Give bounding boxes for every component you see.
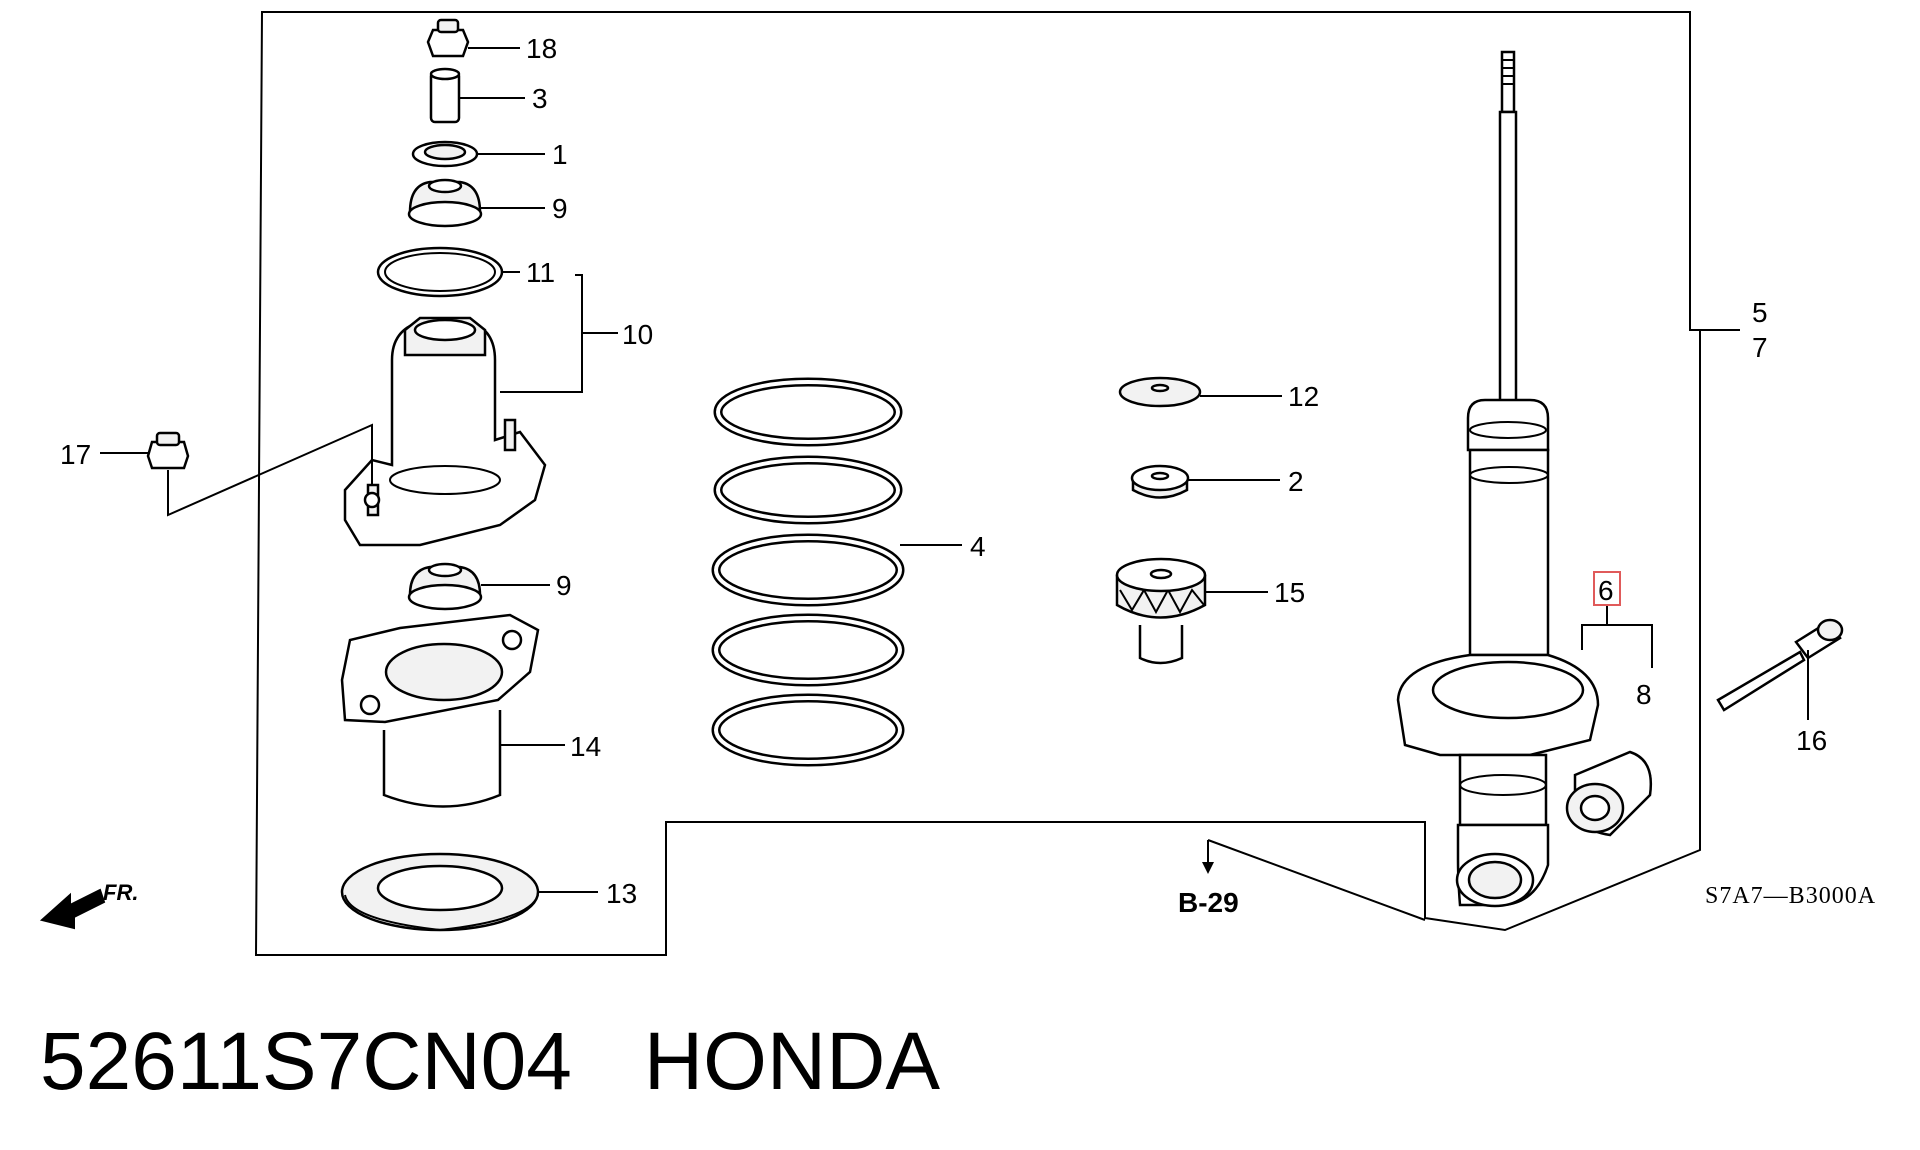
part-8-bushing[interactable] <box>1565 750 1653 837</box>
brand-name: HONDA <box>643 1016 941 1107</box>
part-11-o-ring[interactable]: 11 <box>376 246 555 298</box>
part-14-spring-seat[interactable]: 14 <box>340 613 601 808</box>
callout-8: 8 <box>1636 679 1652 710</box>
reference-b29[interactable]: B-29 <box>1178 839 1426 921</box>
part-10-shock-mount[interactable]: 10 <box>343 274 653 547</box>
callout-6-highlight[interactable] <box>1593 571 1621 606</box>
callout-15: 15 <box>1274 577 1305 608</box>
part-12-washer[interactable]: 12 <box>1118 376 1319 412</box>
front-direction-arrow: FR. <box>39 880 138 930</box>
callout-11: 11 <box>526 257 555 288</box>
direction-label: FR. <box>103 880 138 905</box>
callout-2: 2 <box>1288 466 1304 497</box>
callout-9-upper: 9 <box>552 193 568 224</box>
assembly-frame <box>254 11 1701 956</box>
callout-12: 12 <box>1288 381 1319 412</box>
part-17-flange-nut[interactable]: 17 <box>60 423 373 517</box>
callout-17: 17 <box>60 439 91 470</box>
part-15-bump-stop[interactable]: 15 <box>1115 557 1305 665</box>
part-16-bolt[interactable]: 16 <box>1716 618 1844 756</box>
part-18-nut[interactable]: 18 <box>426 18 557 64</box>
part-1-washer[interactable]: 1 <box>411 139 568 170</box>
callout-3: 3 <box>532 83 548 114</box>
reference-label: B-29 <box>1178 887 1239 918</box>
part-5-7-shock-absorber[interactable] <box>1396 50 1600 908</box>
part-13-spring-rubber-seat[interactable]: 13 <box>340 852 637 932</box>
part-number: 52611S7CN04 <box>40 1016 572 1107</box>
callout-5: 5 <box>1752 297 1768 328</box>
callout-13: 13 <box>606 878 637 909</box>
part-9-lower-bushing[interactable]: 9 <box>407 562 572 611</box>
callout-16: 16 <box>1796 725 1827 756</box>
callout-7: 7 <box>1752 332 1768 363</box>
part-caption: 52611S7CN04 HONDA <box>40 1015 940 1109</box>
callout-10: 10 <box>622 319 653 350</box>
callout-9-lower: 9 <box>556 570 572 601</box>
diagram-code: S7A7—B3000A <box>1705 883 1876 909</box>
callout-6: 6 <box>1598 575 1614 606</box>
part-4-coil-spring[interactable]: 4 <box>711 377 986 767</box>
callout-4: 4 <box>970 531 986 562</box>
part-3-collar[interactable]: 3 <box>429 67 548 124</box>
callout-14: 14 <box>570 731 601 762</box>
part-2-washer[interactable]: 2 <box>1130 464 1304 499</box>
callout-1: 1 <box>552 139 568 170</box>
callout-18: 18 <box>526 33 557 64</box>
part-9-upper-bushing[interactable]: 9 <box>407 178 568 228</box>
